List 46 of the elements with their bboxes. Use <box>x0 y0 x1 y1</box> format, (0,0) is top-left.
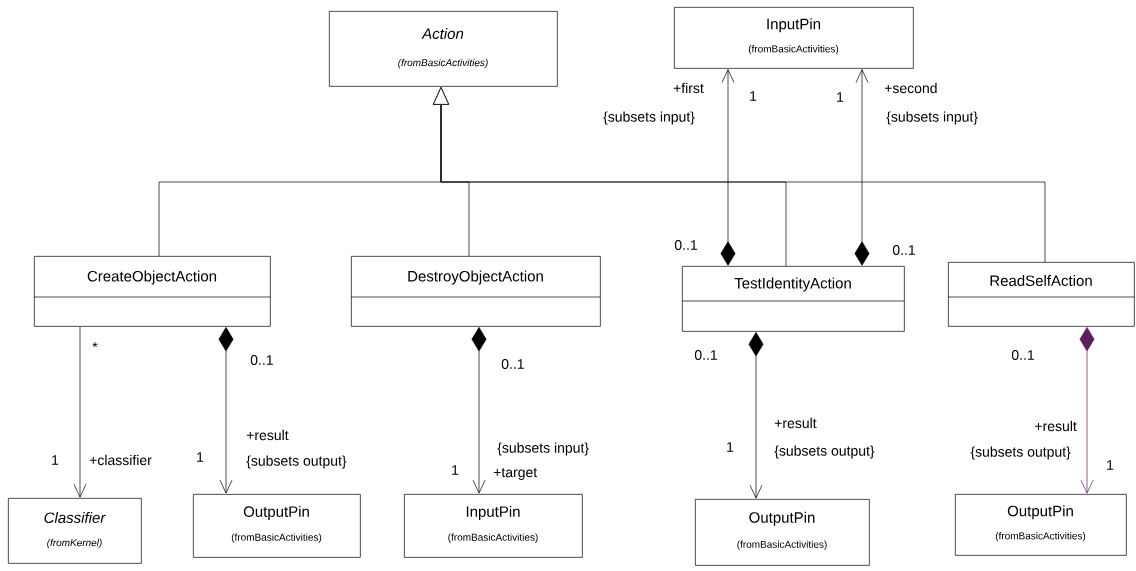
role-label: 1 <box>52 455 59 465</box>
role-label: 0..1 <box>694 350 717 360</box>
role-label: 1 <box>727 442 734 452</box>
role-label: 0..1 <box>250 355 273 365</box>
role-label: 1 <box>750 91 757 101</box>
role-label: 1 <box>1107 460 1114 470</box>
class-box: CreateObjectAction <box>33 256 271 327</box>
class-box: InputPin (fromBasicActivities) <box>674 7 914 69</box>
class-box: ReadSelfAction <box>947 262 1135 327</box>
class-box: Classifier (fromKernel) <box>8 498 142 564</box>
role-label: +result <box>774 417 817 429</box>
role-label: +classifier <box>89 454 152 466</box>
class-box: OutputPin (fromBasicActivities) <box>193 494 361 558</box>
role-label: {subsets output} <box>774 445 875 459</box>
class-box: OutputPin (fromBasicActivities) <box>955 494 1127 556</box>
role-label: 1 <box>452 465 459 475</box>
role-label: 0..1 <box>501 359 524 369</box>
class-box: OutputPin (fromBasicActivities) <box>695 499 870 566</box>
role-label: 1 <box>837 92 844 102</box>
role-label: {subsets output} <box>970 446 1071 460</box>
role-label: +result <box>246 429 289 441</box>
class-box: InputPin (fromBasicActivities) <box>404 494 583 558</box>
composition-arrow <box>720 69 736 266</box>
role-label: 0..1 <box>892 245 915 255</box>
role-label: 0..1 <box>1011 350 1034 360</box>
composition-arrow <box>854 69 870 266</box>
association-arrow <box>73 326 87 498</box>
class-box: DestroyObjectAction <box>350 256 601 327</box>
composition-arrow <box>1079 327 1095 494</box>
role-label: +result <box>1035 420 1077 432</box>
role-label: {subsets input} <box>603 111 695 125</box>
role-label: +target <box>493 468 538 480</box>
role-label: +first <box>673 82 704 94</box>
class-box: TestIdentityAction <box>681 266 905 332</box>
class-box: Action (fromBasicActivities) <box>329 11 558 87</box>
role-label: * <box>92 342 98 348</box>
composition-arrow <box>748 332 764 499</box>
role-label: 0..1 <box>674 240 697 250</box>
role-label: 1 <box>197 452 204 462</box>
generalization-arrow <box>433 87 1046 263</box>
role-label: +second <box>884 82 937 94</box>
composition-arrow <box>218 327 234 494</box>
role-label: {subsets input} <box>497 442 589 456</box>
composition-arrow <box>471 327 487 494</box>
role-label: {subsets input} <box>886 111 978 125</box>
role-label: {subsets output} <box>246 455 347 469</box>
